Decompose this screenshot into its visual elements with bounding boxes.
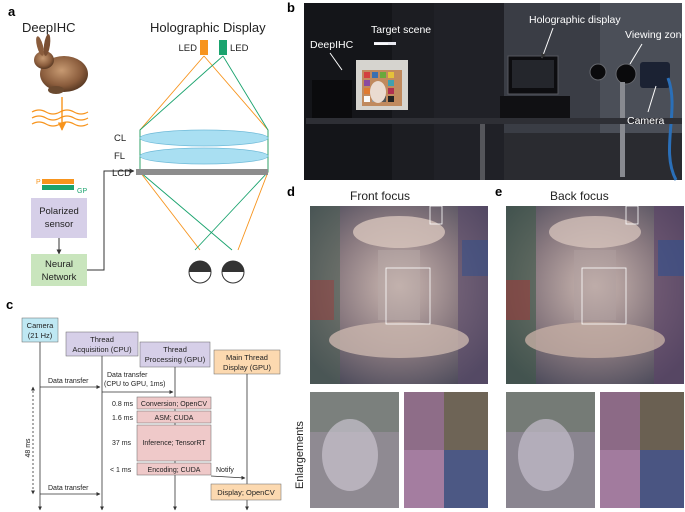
notify-label: Notify bbox=[216, 467, 234, 474]
back-enlargement-2 bbox=[600, 392, 684, 508]
step-label-1: ASM; CUDA bbox=[155, 415, 194, 422]
front-focus-image bbox=[310, 205, 488, 384]
display-box-label: Display; OpenCV bbox=[217, 488, 275, 497]
lcd-panel bbox=[136, 169, 268, 175]
step-label-0: Conversion; OpenCV bbox=[141, 401, 207, 408]
acq-label-2: Acquisition (CPU) bbox=[72, 345, 132, 354]
panel-label-b: b bbox=[287, 0, 295, 15]
p-label: P bbox=[36, 179, 41, 186]
neural-network-box bbox=[31, 254, 87, 286]
panel-a: a DeepIHC Holographic Display P GP Polar… bbox=[8, 4, 269, 286]
fl-label: FL bbox=[114, 151, 125, 162]
camera-box-label-1: Camera bbox=[27, 321, 55, 330]
proc-label-2: Processing (GPU) bbox=[145, 355, 206, 364]
deepihc-title: DeepIHC bbox=[22, 20, 75, 35]
led-right-label: LED bbox=[230, 43, 249, 54]
step-encoding bbox=[136, 462, 212, 476]
acq-label-1: Thread bbox=[90, 335, 114, 344]
panel-label-a: a bbox=[8, 4, 16, 19]
led-green bbox=[219, 40, 227, 55]
eye-icon-right bbox=[221, 260, 245, 284]
proc-label-1: Thread bbox=[163, 345, 187, 354]
transfer-2a: Data transfer bbox=[107, 372, 148, 379]
holographic-display-label: Holographic display bbox=[529, 14, 621, 26]
processing-thread-box bbox=[139, 341, 211, 368]
panel-label-c: c bbox=[6, 297, 13, 312]
led-orange bbox=[200, 40, 208, 55]
eye-icon-left bbox=[188, 260, 212, 284]
light-waves bbox=[31, 109, 89, 127]
panel-c: c Camera (21 Hz) Thread Acquisition (CPU… bbox=[6, 297, 282, 511]
gp-label: GP bbox=[77, 188, 87, 195]
holographic-display-title: Holographic Display bbox=[150, 20, 266, 35]
lcd-label: LCD bbox=[112, 168, 131, 179]
step-asm bbox=[136, 410, 212, 424]
panel-label-d: d bbox=[287, 184, 295, 199]
step-label-2: Inference; TensorRT bbox=[142, 440, 206, 447]
total-latency: 48 ms bbox=[25, 438, 32, 458]
camera-box-label-2: (21 Hz) bbox=[28, 331, 53, 340]
focusing-lens bbox=[139, 147, 269, 165]
target-scene-label: Target scene bbox=[371, 24, 431, 36]
grating-layer bbox=[42, 185, 74, 190]
camera-label: Camera bbox=[627, 115, 665, 127]
step-time-2: 37 ms bbox=[112, 440, 132, 447]
bunny-illustration bbox=[34, 34, 88, 94]
main-thread-box bbox=[213, 349, 281, 375]
step-time-1: 1.6 ms bbox=[112, 415, 134, 422]
back-focus-title: Back focus bbox=[550, 189, 609, 203]
camera-box bbox=[21, 317, 59, 343]
polarized-sensor-box bbox=[31, 198, 87, 238]
back-focus-image bbox=[506, 205, 684, 384]
panel-d: d Front focus bbox=[287, 184, 488, 508]
sensor-label-2: sensor bbox=[45, 219, 74, 230]
step-time-0: 0.8 ms bbox=[112, 401, 134, 408]
transfer-1: Data transfer bbox=[48, 378, 89, 385]
front-focus-title: Front focus bbox=[350, 189, 410, 203]
display-box bbox=[210, 483, 282, 501]
front-enlargement-1 bbox=[310, 392, 399, 508]
main-label-2: Display (GPU) bbox=[223, 363, 271, 372]
nn-label-1: Neural bbox=[45, 259, 73, 270]
collimating-lens bbox=[139, 129, 269, 147]
enlargements-label: Enlargements bbox=[294, 421, 306, 489]
panel-label-e: e bbox=[495, 184, 502, 199]
led-left-label: LED bbox=[179, 43, 198, 54]
transfer-3: Data transfer bbox=[48, 485, 89, 492]
step-inference bbox=[136, 424, 212, 462]
step-conversion bbox=[136, 396, 212, 410]
step-time-3: < 1 ms bbox=[110, 467, 132, 474]
nn-to-lcd-arrow bbox=[87, 168, 135, 271]
polarizer-layer bbox=[42, 179, 74, 184]
acquisition-thread-box bbox=[65, 331, 139, 357]
panel-e: e Back focus bbox=[495, 184, 684, 508]
front-enlargement-2 bbox=[404, 392, 488, 508]
panel-b: b Target scene Holographic display bbox=[287, 0, 685, 181]
main-label-1: Main Thread bbox=[226, 353, 268, 362]
cl-label: CL bbox=[114, 133, 126, 144]
back-enlargement-1 bbox=[506, 392, 595, 508]
transfer-2b: (CPU to GPU, 1ms) bbox=[104, 381, 165, 388]
deepihc-photo-label: DeepIHC bbox=[310, 39, 354, 51]
sensor-label-1: Polarized bbox=[39, 206, 79, 217]
step-label-3: Encoding; CUDA bbox=[148, 467, 201, 474]
nn-label-2: Network bbox=[42, 272, 77, 283]
viewing-zone-label: Viewing zone bbox=[625, 29, 685, 41]
